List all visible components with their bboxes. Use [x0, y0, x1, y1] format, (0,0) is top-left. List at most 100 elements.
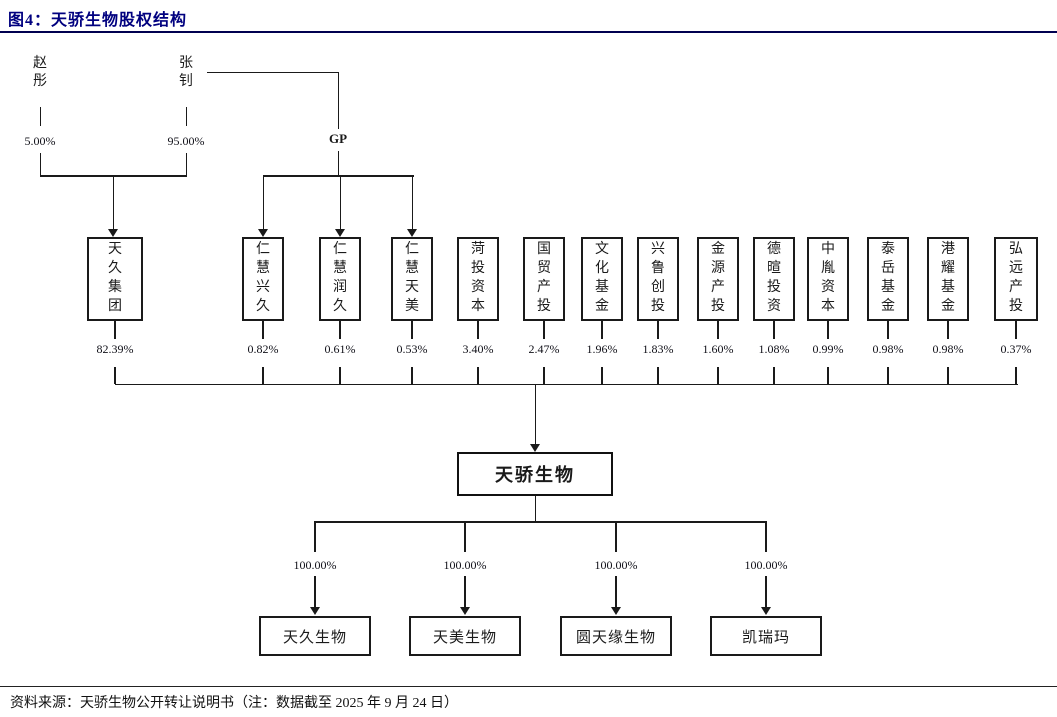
connector-line: [717, 321, 719, 339]
ownership-pct-label: 95.00%: [167, 134, 205, 148]
subsidiary-name: 天久生物: [282, 629, 347, 646]
shareholder-name: 金源产投: [711, 242, 725, 314]
shareholder-name: 弘远产投: [1009, 242, 1023, 314]
connector-line: [411, 367, 413, 384]
connector-line: [339, 175, 341, 229]
ownership-pct-label: 0.99%: [812, 342, 844, 356]
ownership-pct-label: 0.61%: [324, 342, 356, 356]
connector-line: [947, 321, 949, 339]
shareholder-box: 国贸产投: [523, 237, 565, 321]
shareholder-name: 仁慧天美: [405, 242, 419, 314]
shareholder-box: 菏投资本: [457, 237, 499, 321]
shareholder-box: 港耀基金: [927, 237, 969, 321]
connector-line: [207, 71, 339, 73]
ownership-pct-label: 100.00%: [744, 558, 788, 572]
shareholder-box: 泰岳基金: [867, 237, 909, 321]
ownership-pct-label: 1.96%: [586, 342, 618, 356]
shareholder-name: 菏投资本: [471, 242, 485, 314]
ownership-pct-label: 100.00%: [594, 558, 638, 572]
connector-line: [657, 321, 659, 339]
connector-line: [947, 367, 949, 384]
shareholder-box: 仁慧润久: [319, 237, 361, 321]
connector-line: [601, 367, 603, 384]
arrowhead-icon: [108, 229, 118, 237]
shareholder-name: 天久集团: [108, 242, 122, 314]
shareholder-name: 泰岳基金: [881, 242, 895, 314]
arrowhead-icon: [611, 607, 621, 615]
person-name: 赵彤: [33, 56, 47, 90]
connector-line: [887, 367, 889, 384]
connector-line: [39, 153, 41, 176]
source-note: 资料来源：天骄生物公开转让说明书（注：数据截至 2025 年 9 月 24 日）: [10, 696, 458, 711]
connector-line: [314, 576, 316, 608]
connector-line: [314, 521, 767, 523]
connector-line: [657, 367, 659, 384]
connector-line: [339, 367, 341, 384]
shareholder-name: 国贸产投: [537, 242, 551, 314]
ownership-pct-label: 2.47%: [528, 342, 560, 356]
shareholder-name: 文化基金: [595, 242, 609, 314]
header-rule: [0, 31, 1057, 33]
shareholder-box: 中胤资本: [807, 237, 849, 321]
arrowhead-icon: [310, 607, 320, 615]
connector-line: [534, 496, 536, 522]
connector-line: [827, 321, 829, 339]
connector-line: [717, 367, 719, 384]
connector-line: [477, 321, 479, 339]
arrowhead-icon: [407, 229, 417, 237]
connector-line: [773, 367, 775, 384]
person-name: 张钊: [179, 56, 193, 90]
connector-line: [114, 383, 1018, 385]
connector-line: [411, 321, 413, 339]
ownership-pct-label: 0.82%: [247, 342, 279, 356]
connector-line: [1015, 367, 1017, 384]
subsidiary-box: 天久生物: [259, 616, 371, 656]
ownership-pct-label: 0.53%: [396, 342, 428, 356]
connector-line: [464, 576, 466, 608]
shareholder-name: 港耀基金: [941, 242, 955, 314]
shareholder-box: 文化基金: [581, 237, 623, 321]
shareholder-name: 仁慧兴久: [256, 242, 270, 314]
ownership-pct-label: 1.83%: [642, 342, 674, 356]
connector-line: [185, 153, 187, 176]
company-box: 天骄生物: [457, 452, 613, 496]
connector-line: [337, 151, 339, 176]
ownership-pct-label: 82.39%: [96, 342, 134, 356]
connector-line: [411, 175, 413, 229]
arrowhead-icon: [460, 607, 470, 615]
connector-line: [765, 521, 767, 552]
ownership-pct-label: 0.98%: [932, 342, 964, 356]
connector-line: [314, 521, 316, 552]
subsidiary-name: 天美生物: [432, 629, 497, 646]
footer-rule: [0, 686, 1057, 687]
figure-title: 图4：天骄生物股权结构: [8, 12, 188, 29]
shareholder-name: 兴鲁创投: [651, 242, 665, 314]
subsidiary-name: 凯瑞玛: [741, 629, 790, 646]
shareholder-name: 德暄投资: [767, 242, 781, 314]
connector-line: [464, 521, 466, 552]
shareholder-box: 弘远产投: [994, 237, 1038, 321]
arrowhead-icon: [335, 229, 345, 237]
connector-line: [543, 321, 545, 339]
arrowhead-icon: [258, 229, 268, 237]
ownership-pct-label: 1.60%: [702, 342, 734, 356]
connector-line: [773, 321, 775, 339]
shareholder-box: 仁慧天美: [391, 237, 433, 321]
connector-line: [615, 521, 617, 552]
ownership-pct-label: 5.00%: [24, 134, 56, 148]
ownership-pct-label: 100.00%: [443, 558, 487, 572]
shareholder-name: 中胤资本: [821, 242, 835, 314]
connector-line: [601, 321, 603, 339]
arrowhead-icon: [530, 444, 540, 452]
subsidiary-name: 圆天缘生物: [575, 629, 656, 646]
connector-line: [262, 175, 264, 229]
ownership-pct-label: 1.08%: [758, 342, 790, 356]
ownership-pct-label: 0.37%: [1000, 342, 1032, 356]
connector-line: [114, 367, 116, 384]
shareholder-name: 仁慧润久: [333, 242, 347, 314]
ownership-pct-label: 100.00%: [293, 558, 337, 572]
connector-line: [765, 576, 767, 608]
subsidiary-box: 凯瑞玛: [710, 616, 822, 656]
shareholder-box: 天久集团: [87, 237, 143, 321]
